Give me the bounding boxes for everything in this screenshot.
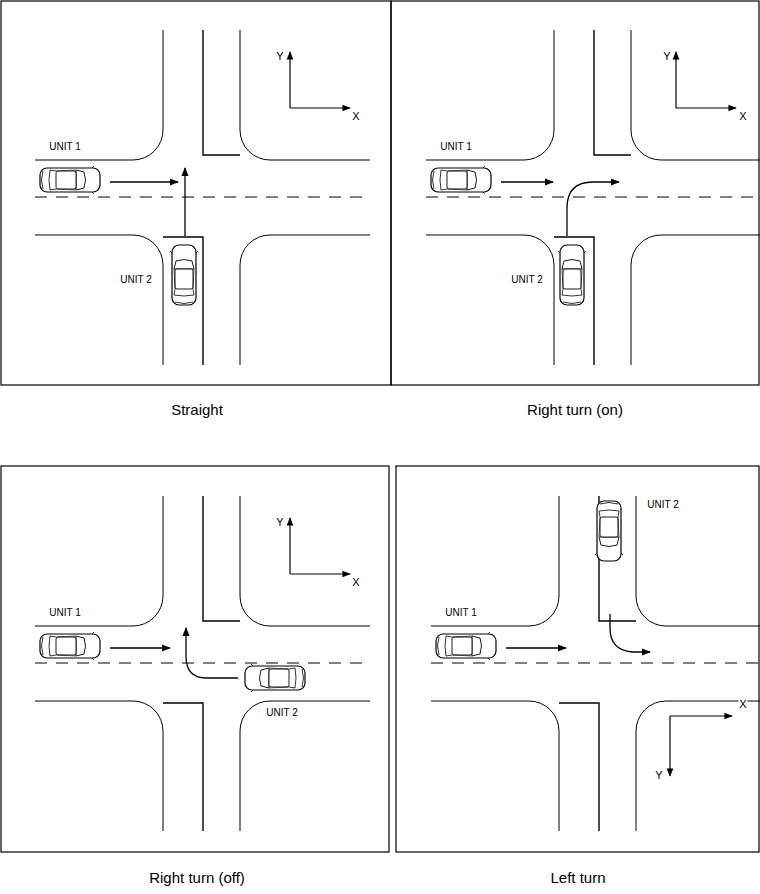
axis-label: Y xyxy=(662,50,671,63)
panel-caption: Right turn (off) xyxy=(148,869,246,886)
axis-label: Y xyxy=(275,516,284,529)
axis-label: X xyxy=(738,110,747,123)
panel-caption: Left turn xyxy=(549,869,606,886)
panel-left-turn xyxy=(396,466,760,852)
axis-label: X xyxy=(351,576,360,589)
axis-label: Y xyxy=(654,769,663,782)
panel-right-turn-off xyxy=(1,466,389,852)
unit-label: UNIT 1 xyxy=(444,607,478,619)
axis-label: X xyxy=(351,110,360,123)
panel-caption: Right turn (on) xyxy=(526,401,624,418)
unit-label: UNIT 2 xyxy=(265,707,299,719)
axis-label: X xyxy=(738,698,747,711)
panel-straight xyxy=(1,1,391,385)
axis-label: Y xyxy=(275,50,284,63)
panel-right-turn-on xyxy=(391,1,760,385)
unit-label: UNIT 1 xyxy=(48,607,82,619)
panel-caption: Straight xyxy=(170,401,224,418)
unit-label: UNIT 1 xyxy=(48,141,82,153)
unit-label: UNIT 2 xyxy=(646,499,680,511)
unit-label: UNIT 1 xyxy=(439,141,473,153)
unit-label: UNIT 2 xyxy=(510,274,544,286)
unit-label: UNIT 2 xyxy=(119,274,153,286)
